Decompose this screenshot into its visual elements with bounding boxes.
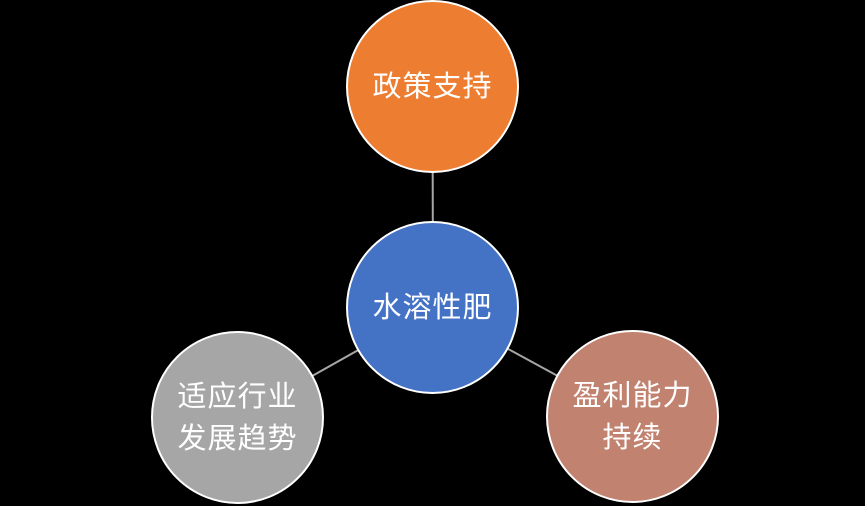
node-label: 适应行业 发展趋势 — [177, 380, 298, 455]
node-label: 政策支持 — [372, 70, 493, 103]
diagram-node-profitability: 盈利能力 持续 — [546, 330, 719, 503]
node-label: 水溶性肥 — [372, 291, 493, 324]
diagram-node-policy-support: 政策支持 — [346, 0, 519, 173]
node-label: 盈利能力 持续 — [572, 379, 693, 454]
diagram-node-industry-trend: 适应行业 发展趋势 — [151, 331, 324, 504]
diagram-node-water-soluble-fertilizer: 水溶性肥 — [346, 221, 519, 394]
